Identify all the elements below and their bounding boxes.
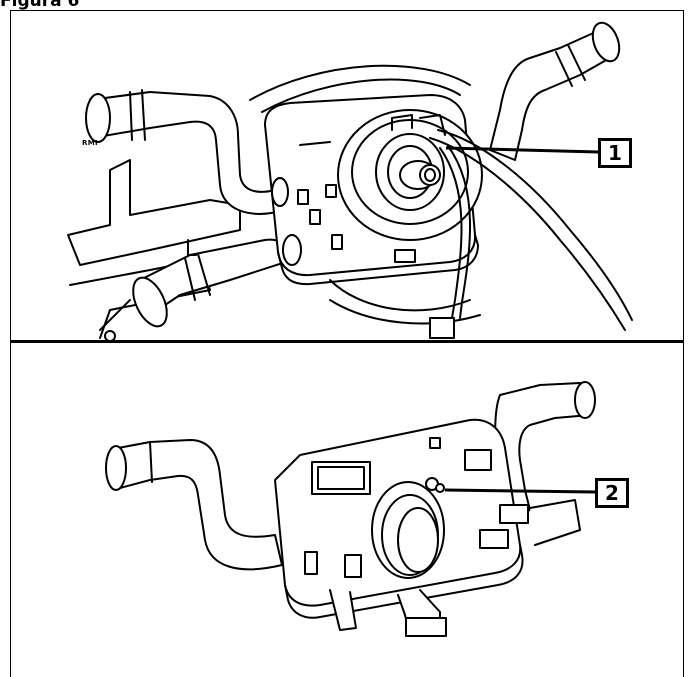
rmi-label: RMI	[82, 139, 98, 147]
figure-title: Figura 6	[0, 0, 80, 11]
callout-1: 1	[598, 138, 632, 168]
figure-frame	[10, 10, 684, 677]
column-switch-bottom	[105, 381, 596, 637]
panel-divider	[10, 340, 684, 343]
callout-2: 2	[595, 478, 629, 508]
column-switch-top	[67, 21, 633, 342]
